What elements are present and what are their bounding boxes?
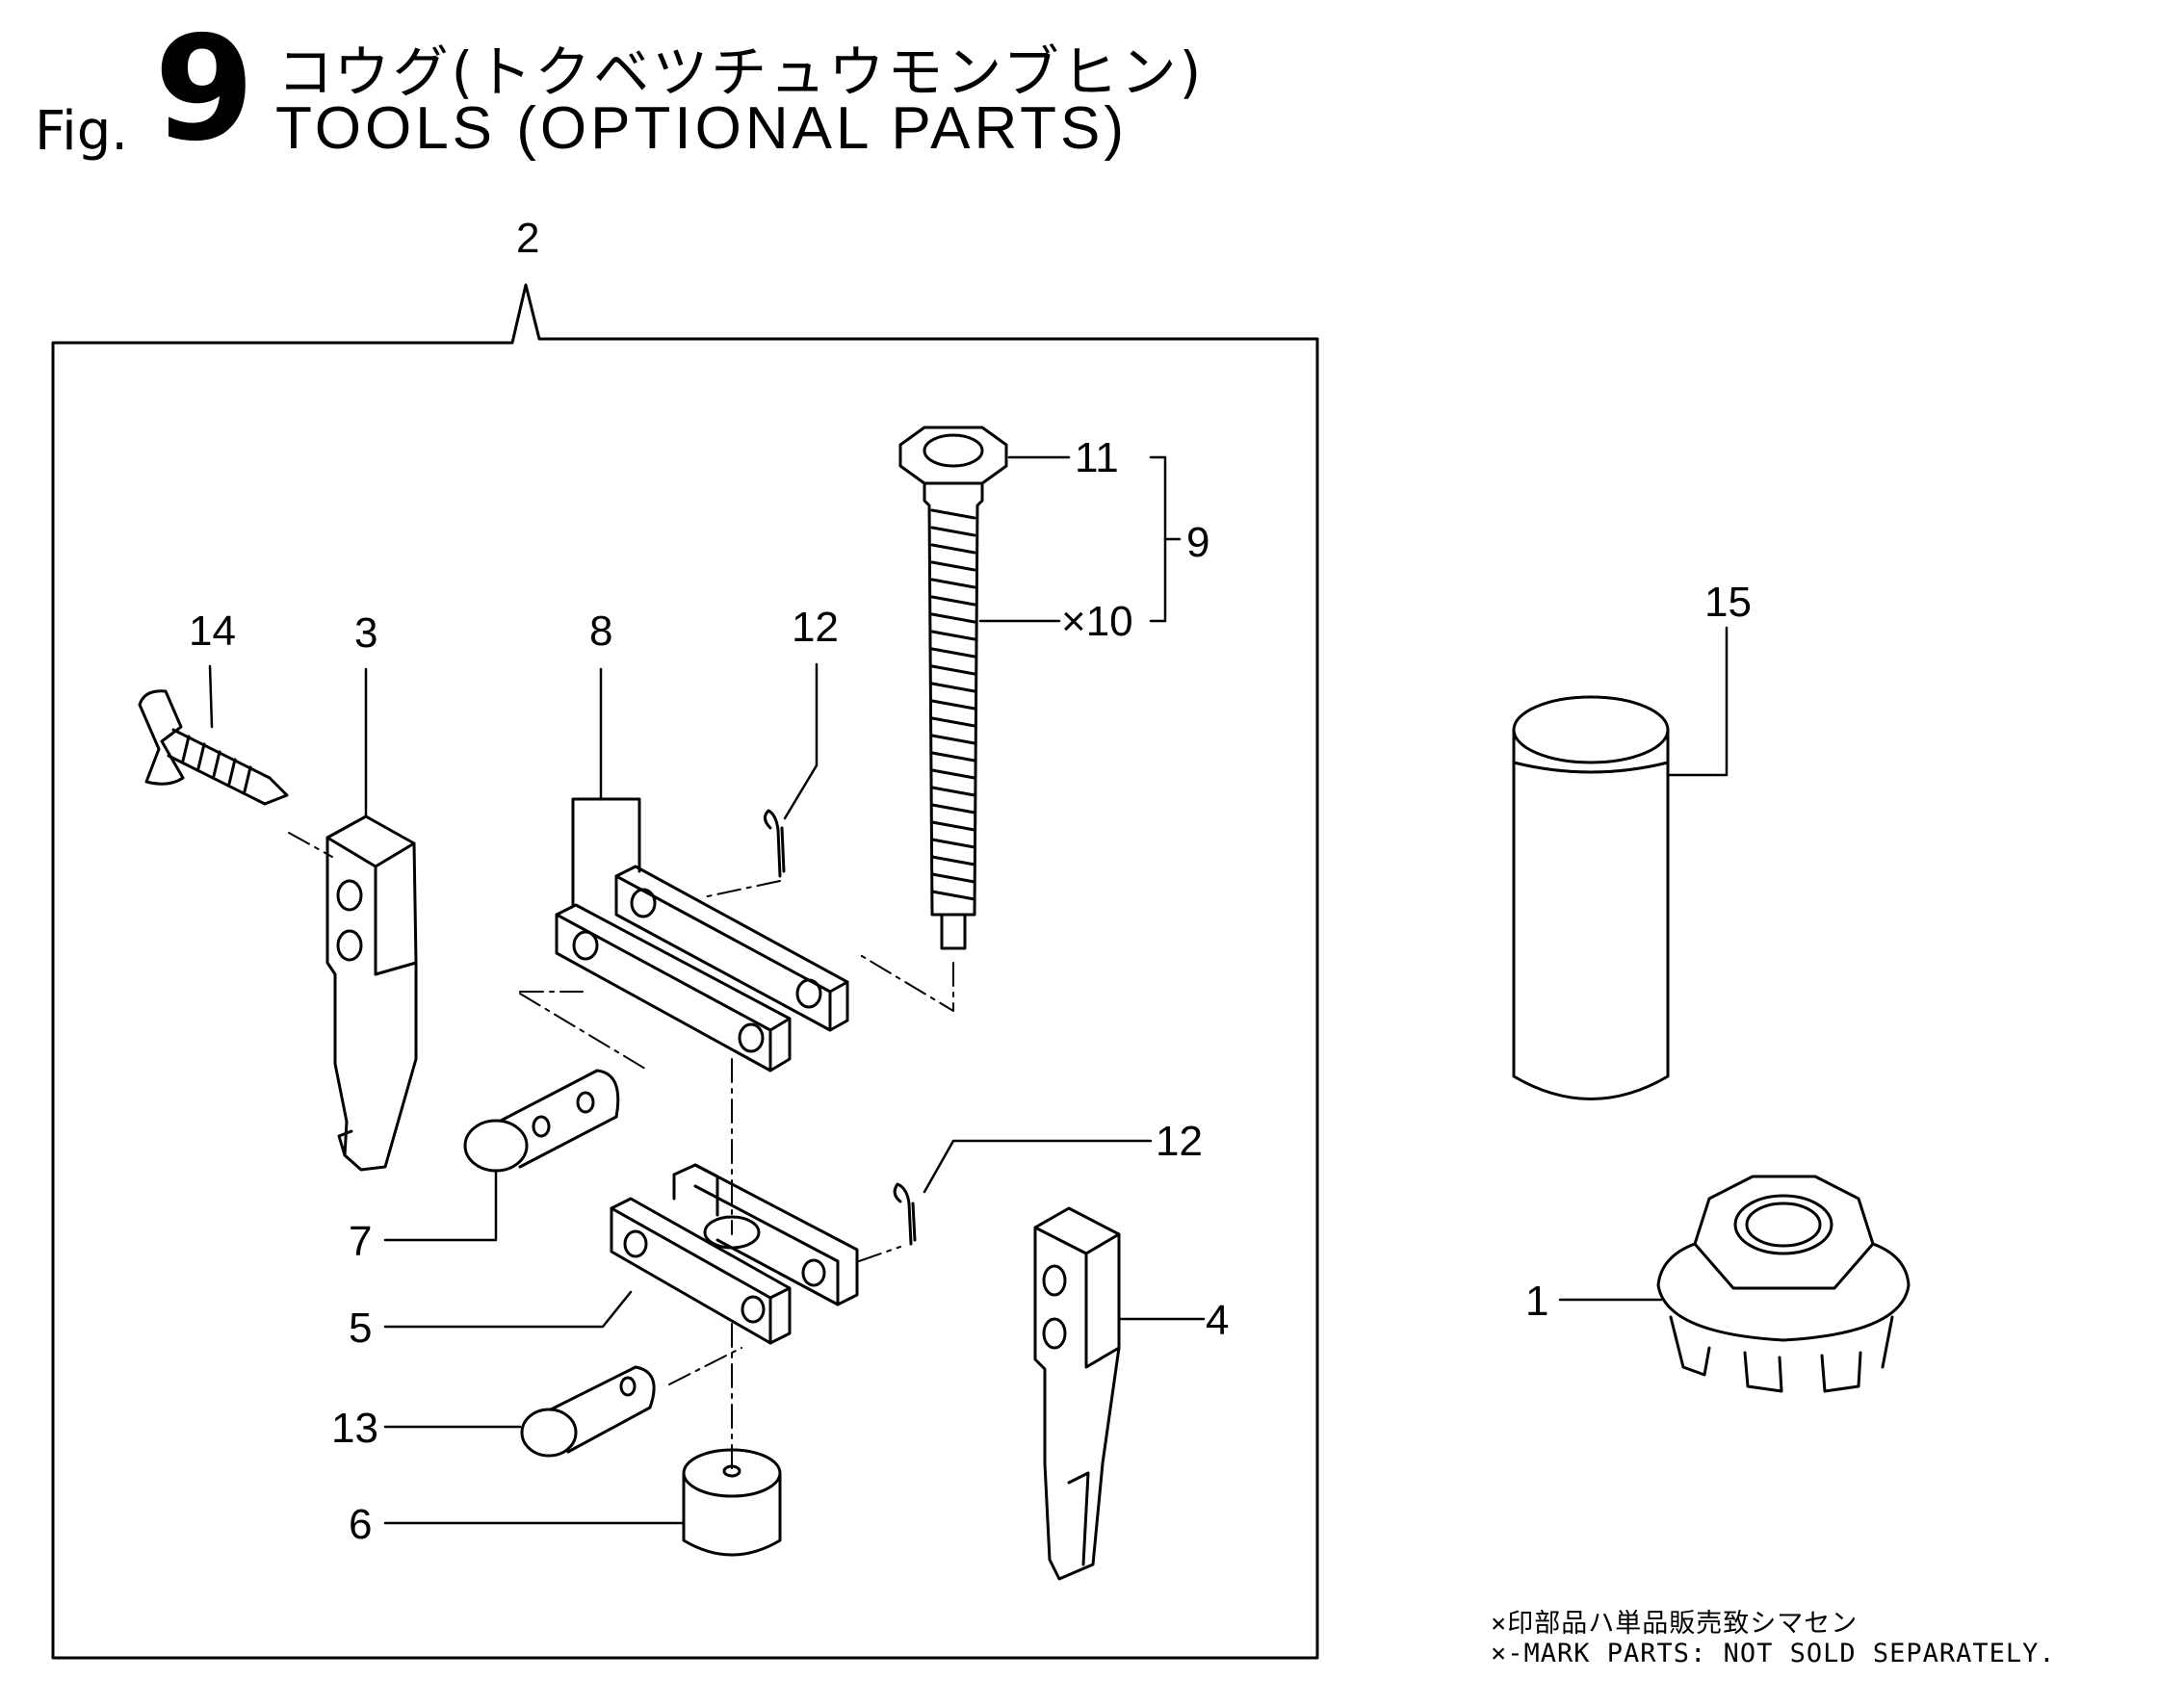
callout-10: ×10 [1061,598,1133,645]
fig-label: Fig. [35,100,129,163]
callout-15: 15 [1704,579,1752,626]
callout-13: 13 [331,1405,378,1452]
clevis-pin-13 [520,1365,656,1458]
callout-8: 8 [589,607,612,655]
note-japanese: ×印部品ハ単品販売致シマセン [1491,1609,1859,1639]
callout-12a: 12 [792,604,839,651]
callout-3: 3 [354,609,377,657]
figure-header: Fig. 9 コウグ(トクベツチュウモンブヒン) TOOLS (OPTIONAL… [0,0,1348,164]
callout-7: 7 [349,1218,372,1265]
fig-number: 9 [154,6,255,173]
yoke-body-5 [610,1163,859,1345]
callout-6: 6 [349,1501,372,1548]
clevis-pin-7 [463,1069,620,1173]
note-english: ×-MARK PARTS: NOT SOLD SEPARATELY. [1491,1639,2056,1668]
cylinder-15 [1512,695,1670,1100]
assembly-frame-2 [51,283,1319,1660]
flanged-nut-1 [1656,1175,1911,1393]
wing-bolt-14 [138,689,289,806]
leader-lines [208,455,1729,1525]
forcing-screw-9 [898,426,1008,950]
callout-2: 2 [516,215,539,262]
title-english: TOOLS (OPTIONAL PARTS) [275,95,1128,162]
center-lines [288,832,954,1472]
callout-11: 11 [1075,434,1119,481]
callout-9: 9 [1186,519,1209,566]
puller-jaw-4 [1033,1206,1121,1581]
split-pin-12b [893,1182,917,1246]
callout-4: 4 [1206,1297,1229,1344]
callout-5: 5 [349,1305,372,1352]
callout-14: 14 [189,607,236,655]
puller-jaw-3 [325,814,418,1172]
callout-12b: 12 [1156,1118,1203,1165]
title-japanese: コウグ(トクベツチュウモンブヒン) [277,39,1205,105]
split-pin-12a [764,809,786,878]
callout-1: 1 [1525,1278,1548,1325]
crossbar-plates-8 [555,797,849,1073]
